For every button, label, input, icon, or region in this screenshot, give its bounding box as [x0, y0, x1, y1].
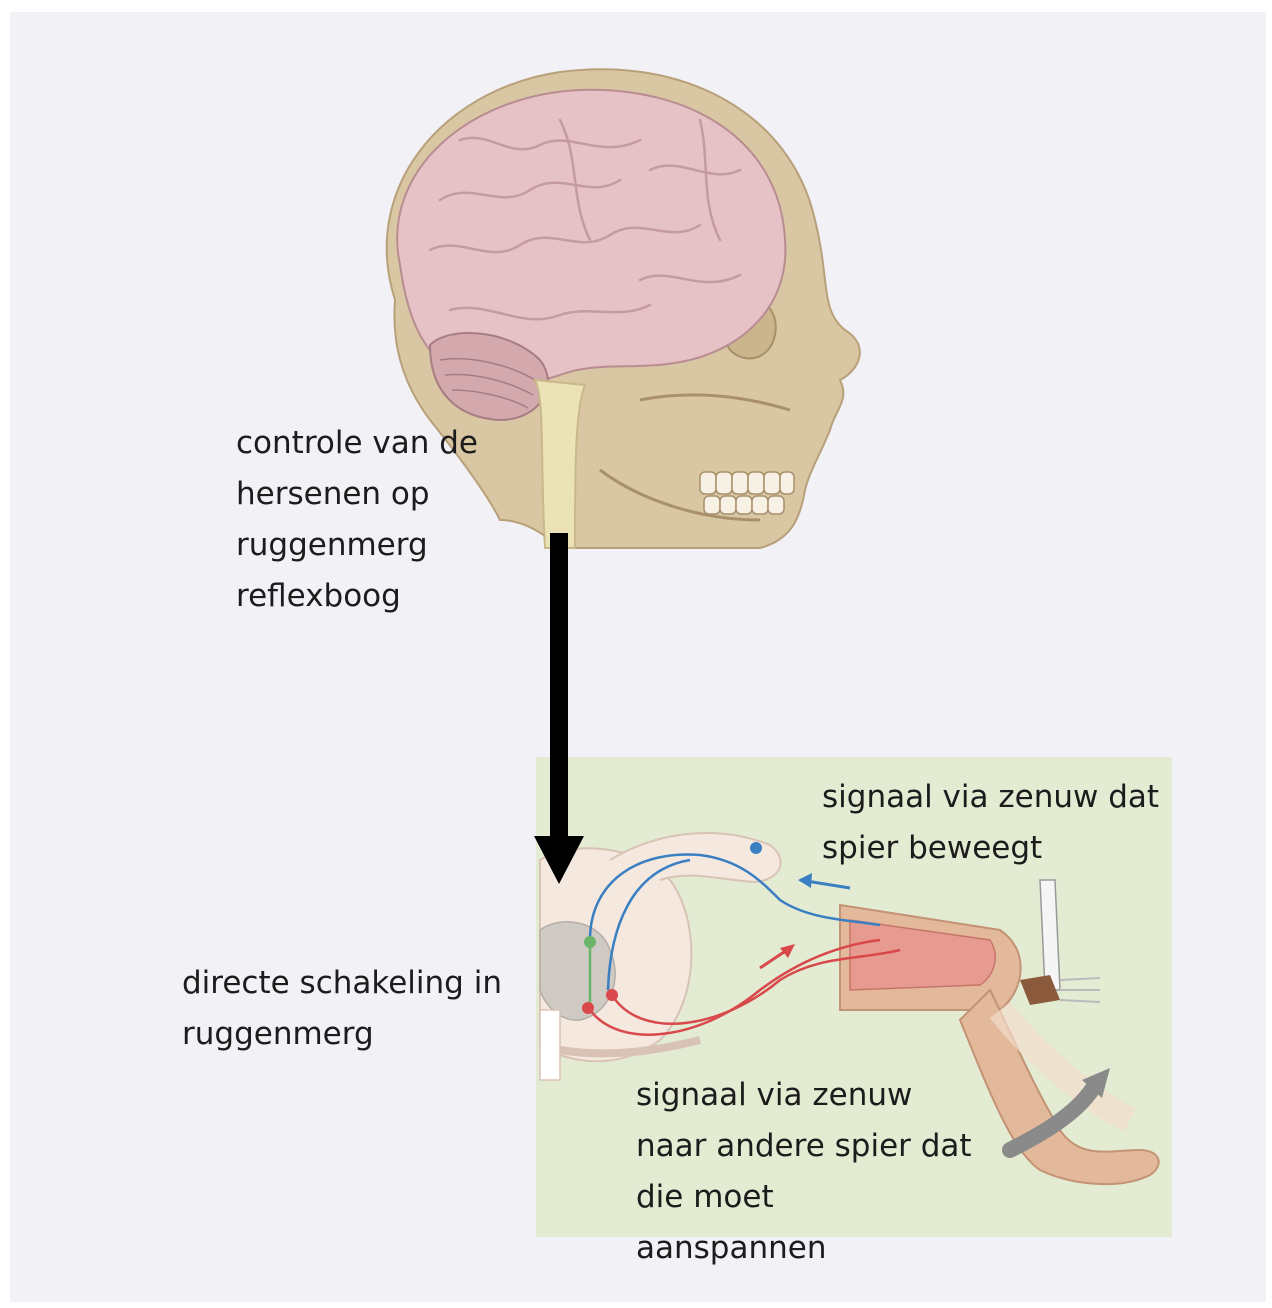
- label-line: controle van de: [236, 418, 478, 469]
- label-line: naar andere spier dat: [636, 1121, 972, 1172]
- label-signal-tense: signaal via zenuw naar andere spier dat …: [636, 1070, 972, 1274]
- label-line: directe schakeling in: [182, 958, 502, 1009]
- label-line: signaal via zenuw dat: [822, 772, 1159, 823]
- label-direct-switch: directe schakeling in ruggenmerg: [182, 958, 502, 1060]
- label-signal-move: signaal via zenuw dat spier beweegt: [822, 772, 1159, 874]
- label-line: hersenen op: [236, 469, 478, 520]
- label-line: ruggenmerg: [182, 1009, 502, 1060]
- label-line: ruggenmerg: [236, 520, 478, 571]
- label-line: signaal via zenuw: [636, 1070, 972, 1121]
- label-line: spier beweegt: [822, 823, 1159, 874]
- label-brain-control: controle van de hersenen op ruggenmerg r…: [236, 418, 478, 622]
- label-line: die moet: [636, 1172, 972, 1223]
- label-line: aanspannen: [636, 1223, 972, 1274]
- label-line: reflexboog: [236, 571, 478, 622]
